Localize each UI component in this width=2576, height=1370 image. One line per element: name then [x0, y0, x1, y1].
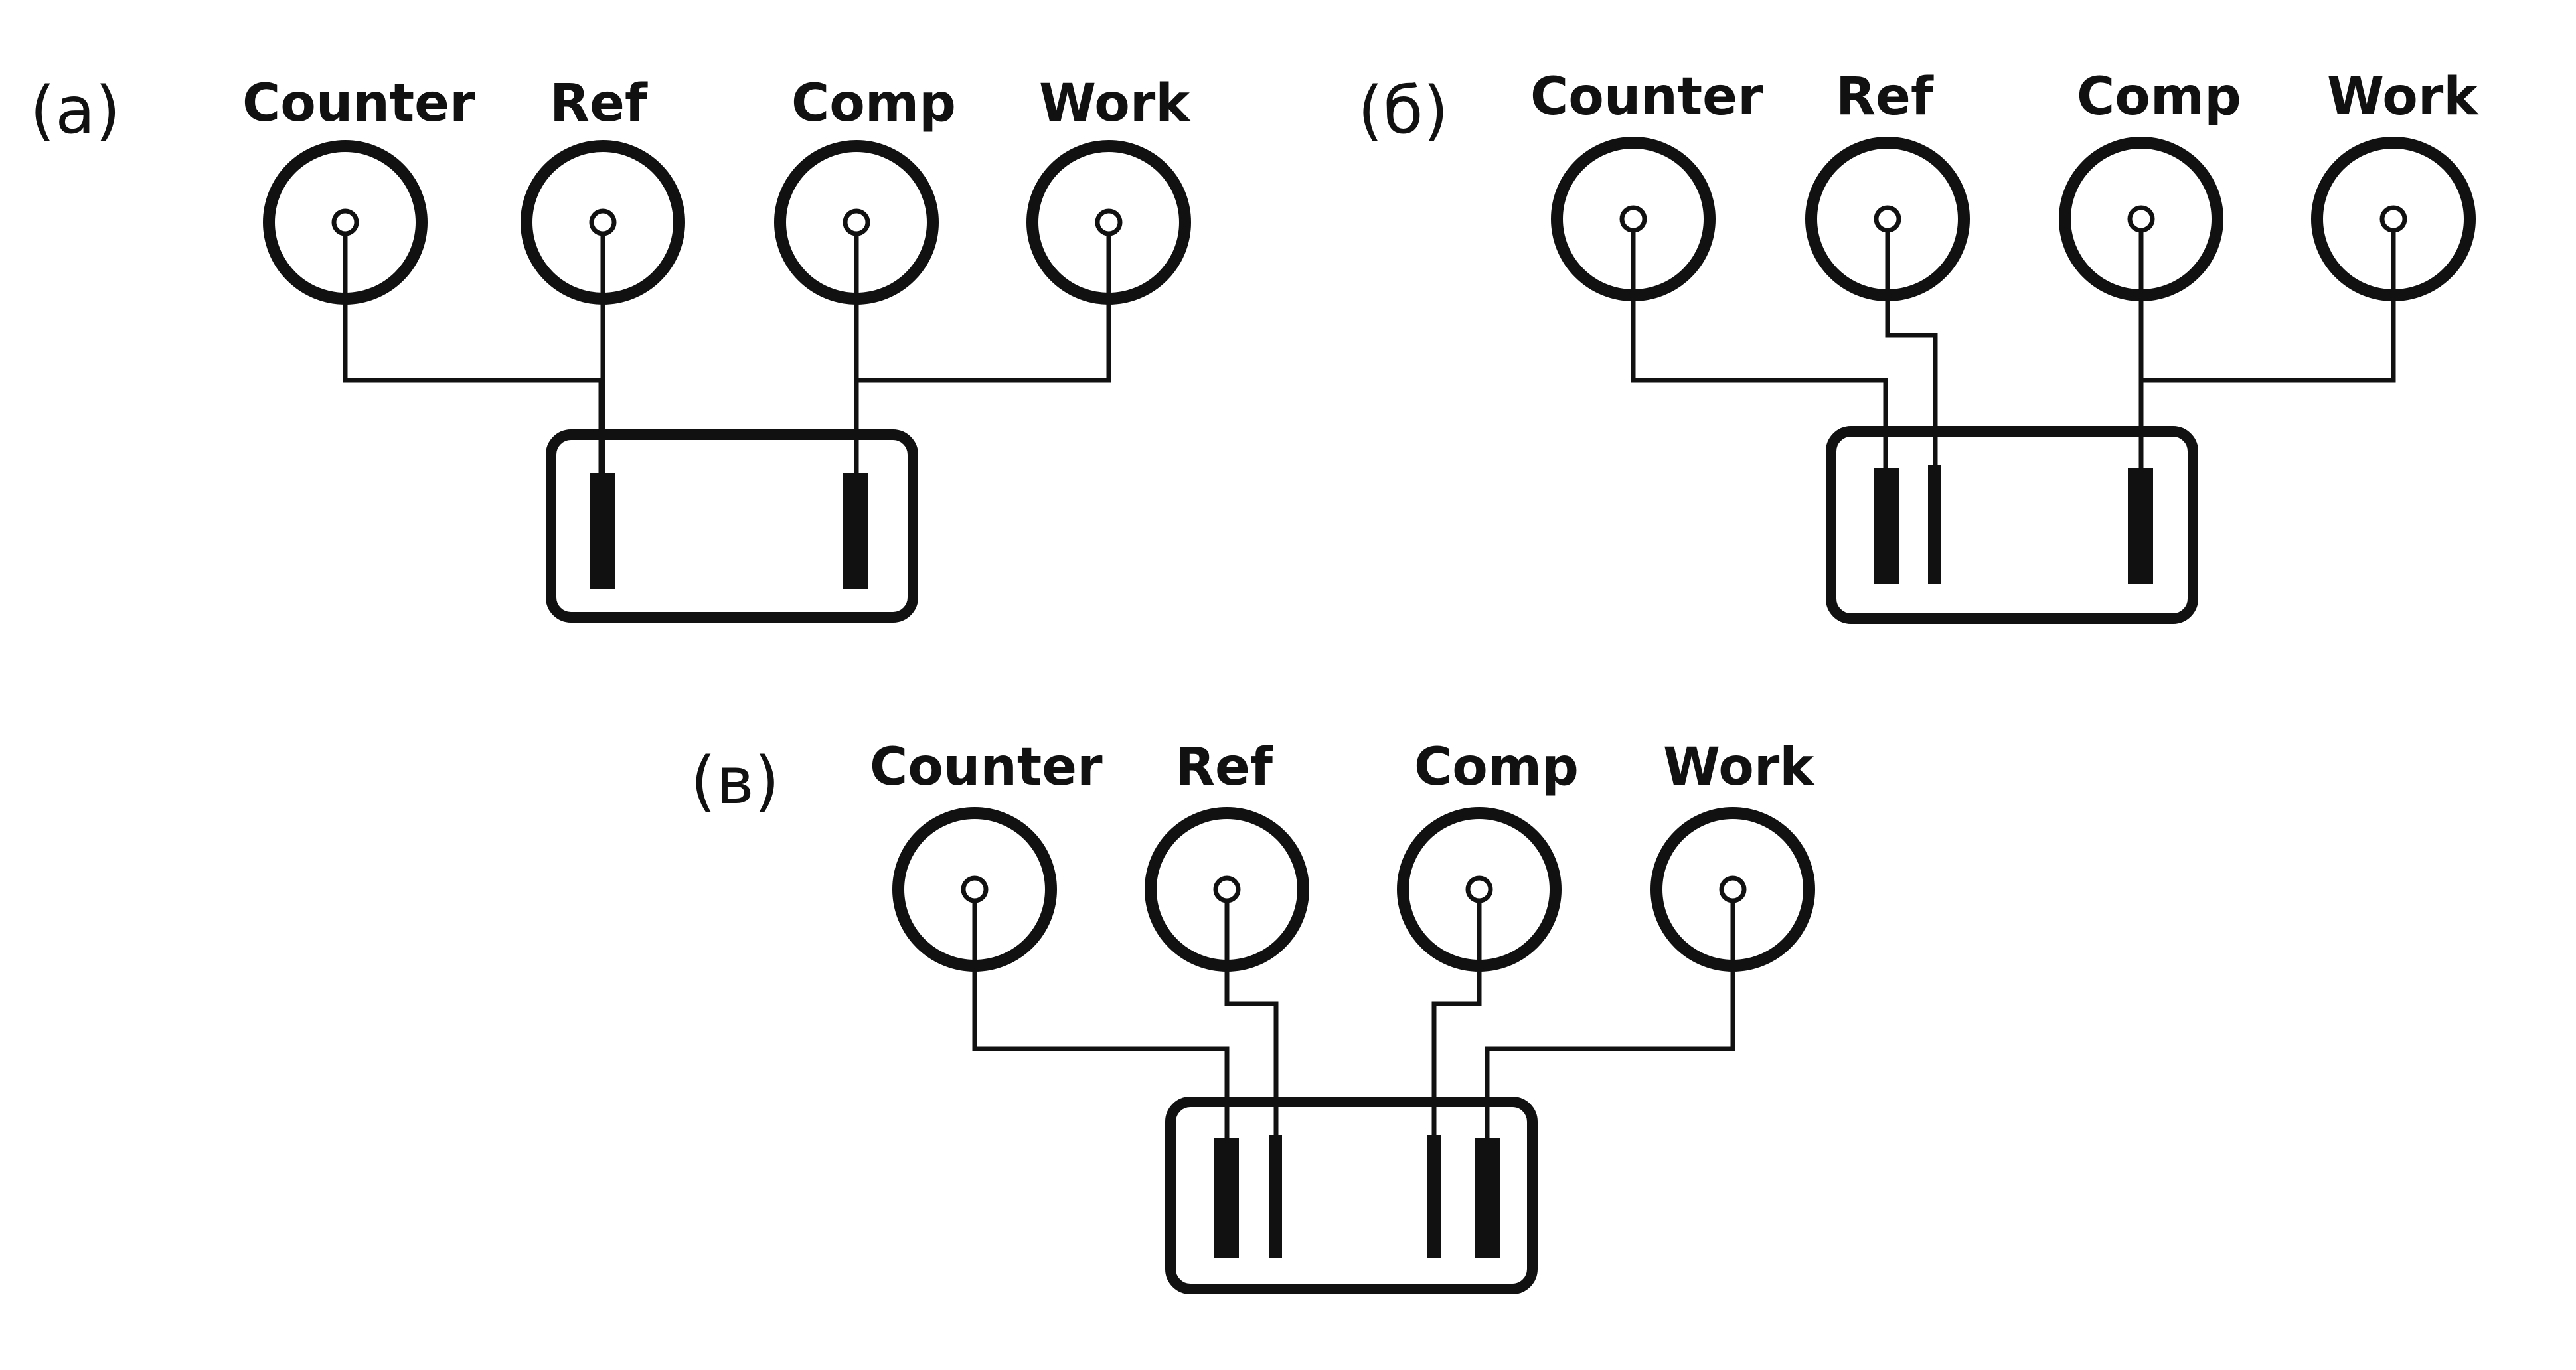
- electrode-counter: [1874, 468, 1899, 584]
- wires: [343, 234, 1111, 481]
- electrode-work-comp: [2128, 468, 2153, 584]
- electrochemical-cell: [1826, 426, 2198, 624]
- panel-label-c: (в): [690, 743, 779, 819]
- electrode-work: [1475, 1138, 1500, 1258]
- terminal-label-comp: Comp: [2077, 67, 2241, 127]
- terminal-label-work: Work: [2327, 67, 2479, 127]
- terminal-label-work: Work: [1039, 74, 1191, 133]
- terminal-label-counter: Counter: [242, 74, 475, 133]
- electrochemical-cell: [546, 429, 918, 623]
- terminal-label-ref: Ref: [1175, 737, 1273, 797]
- electrode-ref: [1269, 1135, 1282, 1258]
- terminal-label-ref: Ref: [1836, 67, 1934, 127]
- panel-c: (в) Counter Ref Comp Work: [690, 737, 1815, 1294]
- electrode-counter-ref: [590, 473, 615, 589]
- electrode-ref: [1928, 465, 1941, 584]
- terminal-label-counter: Counter: [870, 737, 1103, 797]
- terminal-label-ref: Ref: [550, 74, 648, 133]
- connector-ref: [1805, 137, 1970, 301]
- panel-label-b: (б): [1358, 73, 1449, 149]
- wires: [972, 901, 1735, 1255]
- terminal-label-work: Work: [1663, 737, 1815, 797]
- electrode-work-comp: [843, 473, 868, 589]
- electrode-counter: [1214, 1138, 1239, 1258]
- panel-a: (a) Counter Ref Comp Work: [30, 73, 1191, 623]
- terminal-label-comp: Comp: [1414, 737, 1579, 797]
- connector-counter: [263, 140, 428, 305]
- panel-b: (б) Counter Ref Comp Work: [1358, 67, 2479, 624]
- terminal-label-comp: Comp: [791, 74, 956, 133]
- terminal-label-counter: Counter: [1530, 67, 1763, 127]
- wires: [1631, 230, 2396, 584]
- electrode-comp: [1427, 1135, 1441, 1258]
- electrochemical-cell: [1165, 1097, 1538, 1294]
- panel-label-a: (a): [30, 73, 121, 149]
- connector-work: [1026, 140, 1191, 305]
